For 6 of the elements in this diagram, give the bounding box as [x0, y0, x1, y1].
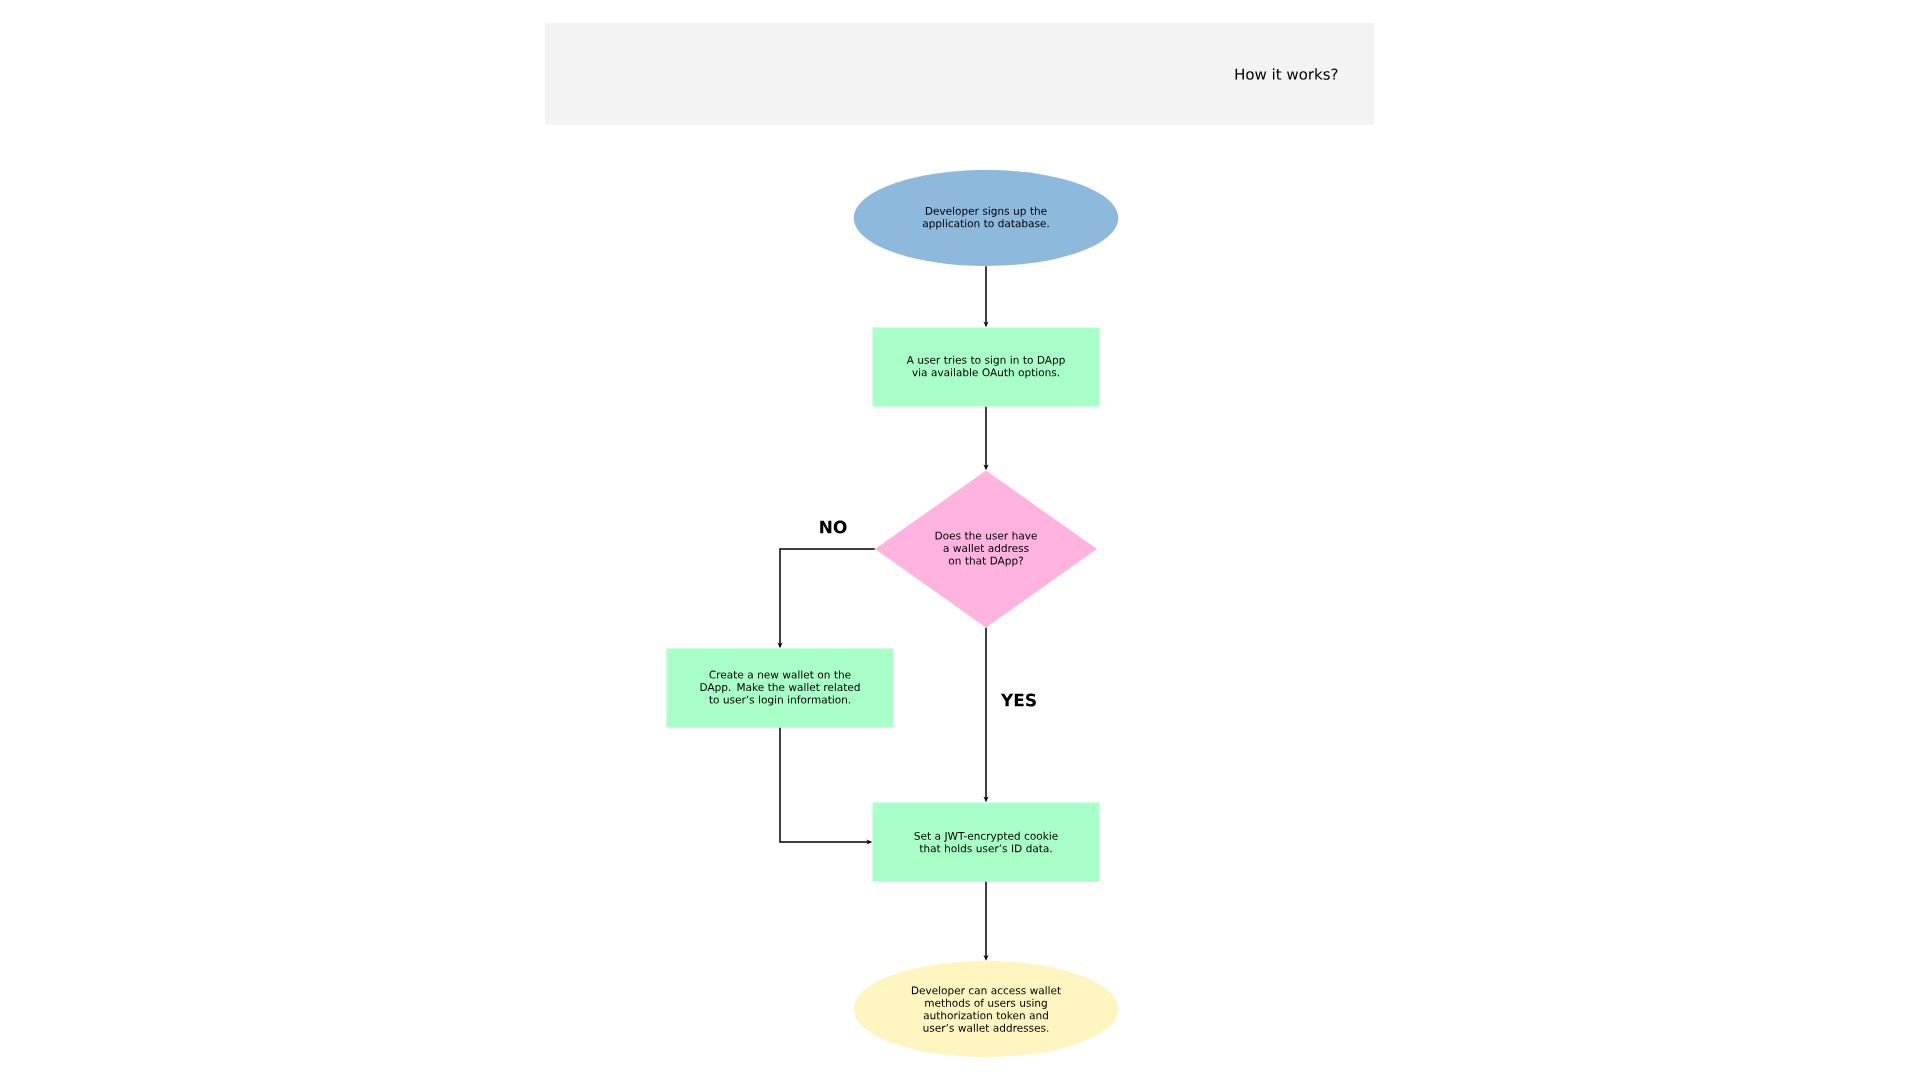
- process-box: A user tries to sign in to DApp via available OAuth options.: [872, 327, 1100, 407]
- process-box: Set a JWT-encrypted cookie that holds user’s ID data.: [872, 802, 1100, 882]
- title: How it works?: [1235, 68, 1338, 80]
- edge-label: NO: [820, 520, 847, 534]
- process-box: Create a new wallet on the DApp. Make the wallet related to user’s login information.: [666, 648, 894, 728]
- edge-label: YES: [1000, 693, 1036, 707]
